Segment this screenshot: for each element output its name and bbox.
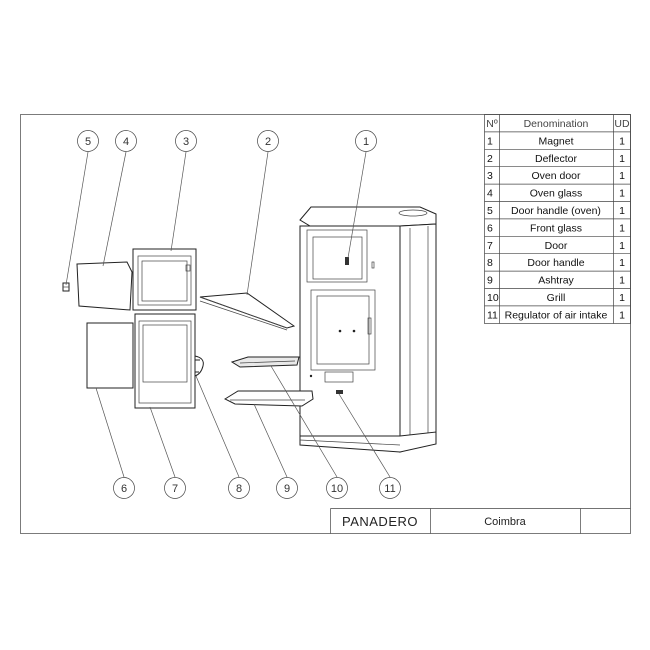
row-qty: 1 (619, 188, 625, 200)
row-qty: 1 (619, 292, 625, 304)
callout-6: 6 (113, 477, 135, 499)
stove-body (299, 206, 437, 453)
air-intake-regulator (336, 390, 343, 394)
row-denomination: Oven glass (530, 188, 583, 200)
table-row: 10 Grill 1 (487, 292, 625, 304)
row-qty: 1 (619, 309, 625, 321)
row-num: 6 (487, 222, 493, 234)
row-num: 11 (487, 309, 498, 321)
row-qty: 1 (619, 170, 625, 182)
row-denomination: Door handle (527, 257, 584, 269)
callout-5: 5 (77, 130, 99, 152)
row-qty: 1 (619, 222, 625, 234)
svg-text:1: 1 (363, 136, 369, 148)
callout-7: 7 (164, 477, 186, 499)
table-row: 8 Door handle 1 (487, 257, 625, 269)
row-num: 8 (487, 257, 493, 269)
svg-text:9: 9 (284, 483, 290, 495)
row-denomination: Ashtray (538, 275, 574, 287)
callout-9: 9 (276, 477, 298, 499)
row-denomination: Magnet (538, 135, 573, 147)
door (134, 313, 196, 409)
row-denomination: Oven door (531, 170, 581, 182)
row-num: 9 (487, 275, 493, 287)
row-qty: 1 (619, 240, 625, 252)
callout-2: 2 (257, 130, 279, 152)
brand-name: PANADERO (342, 514, 418, 529)
row-denomination: Grill (547, 292, 566, 304)
row-qty: 1 (619, 135, 625, 147)
table-header-qty: UD (614, 118, 630, 130)
row-num: 3 (487, 170, 493, 182)
row-qty: 1 (619, 275, 625, 287)
row-num: 1 (487, 135, 493, 147)
row-denomination: Deflector (535, 153, 578, 165)
callout-11: 11 (379, 477, 401, 499)
row-denomination: Regulator of air intake (505, 309, 608, 321)
svg-text:4: 4 (123, 136, 129, 148)
row-qty: 1 (619, 205, 625, 217)
table-row: 4 Oven glass 1 (487, 188, 625, 200)
table-row: 11 Regulator of air intake 1 (487, 309, 625, 321)
table-row: 2 Deflector 1 (487, 153, 625, 165)
svg-text:11: 11 (384, 483, 395, 495)
drawing-frame (20, 114, 631, 534)
grill (230, 356, 300, 368)
table-row: 9 Ashtray 1 (487, 275, 625, 287)
oven-door (132, 248, 197, 311)
svg-text:10: 10 (331, 483, 343, 495)
callout-4: 4 (115, 130, 137, 152)
svg-text:5: 5 (85, 136, 91, 148)
table-row: 7 Door 1 (487, 240, 625, 252)
title-block: PANADERO Coimbra (330, 508, 631, 534)
table-header-name: Denomination (524, 118, 589, 130)
callout-3: 3 (175, 130, 197, 152)
door-handle (194, 355, 204, 377)
table-row: 6 Front glass 1 (487, 222, 625, 234)
table-row: 5 Door handle (oven) 1 (487, 205, 625, 217)
row-qty: 1 (619, 153, 625, 165)
callout-1: 1 (355, 130, 377, 152)
oven-glass (76, 261, 133, 311)
svg-text:7: 7 (172, 483, 178, 495)
model-name: Coimbra (484, 516, 526, 528)
svg-text:8: 8 (236, 483, 242, 495)
table-row: 1 Magnet 1 (487, 135, 625, 147)
magnet (345, 257, 349, 265)
row-num: 2 (487, 153, 493, 165)
row-num: 10 (487, 292, 499, 304)
row-denomination: Front glass (530, 222, 582, 234)
row-num: 7 (487, 240, 493, 252)
svg-text:3: 3 (183, 136, 189, 148)
row-num: 5 (487, 205, 493, 217)
callouts: 1 2 3 4 5 6 7 8 9 10 11 (77, 130, 401, 499)
row-qty: 1 (619, 257, 625, 269)
front-glass (86, 322, 134, 389)
table-row: 3 Oven door 1 (487, 170, 625, 182)
deflector (199, 292, 296, 331)
leader-lines (65, 151, 391, 478)
svg-text:2: 2 (265, 136, 271, 148)
row-denomination: Door handle (oven) (511, 205, 601, 217)
table-header-num: Nº (486, 118, 498, 130)
row-denomination: Door (545, 240, 568, 252)
callout-10: 10 (326, 477, 348, 499)
row-num: 4 (487, 188, 493, 200)
callout-8: 8 (228, 477, 250, 499)
ashtray (223, 390, 314, 407)
svg-text:6: 6 (121, 483, 127, 495)
